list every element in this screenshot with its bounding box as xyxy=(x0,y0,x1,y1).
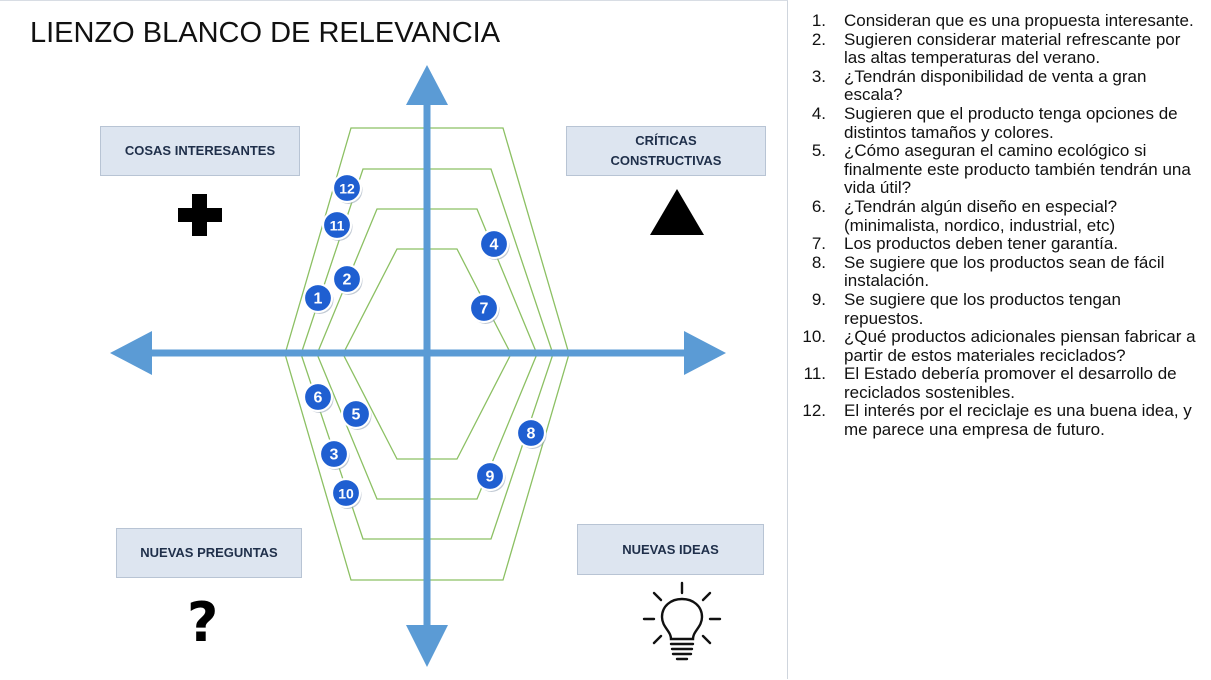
badge-circle xyxy=(330,477,362,509)
note-number: 1. xyxy=(811,11,826,30)
badge-2: 2 xyxy=(331,263,363,295)
note-number: 12. xyxy=(802,401,826,421)
badge-1: 1 xyxy=(302,282,334,314)
note-text: ¿Cómo aseguran el camino ecológico si fi… xyxy=(844,141,1191,198)
notes-list: 1. Consideran que es una propuesta intere… xyxy=(790,11,1202,440)
badge-11: 11 xyxy=(321,209,353,241)
badge-number: 6 xyxy=(314,390,323,407)
badge-circle xyxy=(318,438,350,470)
triangle-icon xyxy=(650,189,704,235)
note-text: Se sugiere que los productos sean de fác… xyxy=(844,252,1165,291)
badge-circle xyxy=(340,398,372,430)
note-item: 6. ¿Tendrán algún diseño en especial? (mi… xyxy=(790,196,1202,235)
note-number: 6. xyxy=(811,196,826,216)
note-number: 4. xyxy=(811,103,826,123)
note-number: 9. xyxy=(811,289,826,309)
lightbulb-icon xyxy=(642,581,722,661)
note-item: 9. Se sugiere que los productos tengan re… xyxy=(790,289,1202,328)
badge-6: 6 xyxy=(302,381,334,413)
note-number: 2. xyxy=(811,29,826,49)
badge-circle xyxy=(302,381,334,413)
note-text: El interés por el reciclaje es una buena… xyxy=(844,401,1192,440)
arrow-down-icon xyxy=(406,625,448,667)
quadrant-label-critiques: CRÍTICAS CONSTRUCTIVAS xyxy=(566,126,766,176)
badge-3: 3 xyxy=(318,438,350,470)
arrow-left-icon xyxy=(110,331,152,375)
note-number: 10. xyxy=(802,327,826,347)
badge-number: 8 xyxy=(527,426,536,443)
plus-icon xyxy=(178,194,222,236)
page-title: LIENZO BLANCO DE RELEVANCIA xyxy=(30,17,501,49)
note-text: ¿Tendrán disponibilidad de venta a gran … xyxy=(844,66,1147,105)
badge-circle xyxy=(331,172,363,204)
badge-7: 7 xyxy=(468,292,500,324)
badge-circle xyxy=(321,209,353,241)
note-number: 11. xyxy=(803,364,826,384)
badge-4: 4 xyxy=(478,228,510,260)
badge-number: 10 xyxy=(338,486,354,502)
badge-number: 2 xyxy=(343,272,352,289)
note-number: 5. xyxy=(811,141,826,161)
note-item: 2. Sugieren considerar material refrescan… xyxy=(790,29,1202,68)
badge-8: 8 xyxy=(515,417,547,449)
note-item: 11. El Estado debería promover el desarro… xyxy=(790,365,1202,402)
badge-10: 10 xyxy=(330,477,362,509)
note-item: 12. El interés por el reciclaje es una bu… xyxy=(790,402,1202,439)
note-item: 4. Sugieren que el producto tenga opcione… xyxy=(790,103,1202,142)
badge-number: 1 xyxy=(314,291,323,308)
badge-circle xyxy=(474,460,506,492)
badge-number: 4 xyxy=(490,237,499,254)
quadrant-label-critiques-line2: CONSTRUCTIVAS xyxy=(610,153,722,168)
note-text: El Estado debería promover el desarrollo… xyxy=(844,364,1177,402)
note-item: 7. Los productos deben tener garantía. xyxy=(790,234,1202,254)
note-text: Se sugiere que los productos tengan repu… xyxy=(844,289,1121,328)
badge-number: 3 xyxy=(330,447,339,464)
badge-number: 12 xyxy=(339,181,355,197)
badge-circle xyxy=(478,228,510,260)
badge-number: 11 xyxy=(330,218,345,234)
note-text: Sugieren que el producto tenga opciones … xyxy=(844,103,1178,142)
badge-5: 5 xyxy=(340,398,372,430)
badge-12: 12 xyxy=(331,172,363,204)
badge-9: 9 xyxy=(474,460,506,492)
quadrant-label-interesting: COSAS INTERESANTES xyxy=(100,126,300,176)
badge-circle xyxy=(515,417,547,449)
badge-number: 9 xyxy=(486,469,495,486)
note-text: Consideran que es una propuesta interesa… xyxy=(844,11,1194,30)
axes xyxy=(110,65,726,667)
note-item: 8. Se sugiere que los productos sean de f… xyxy=(790,252,1202,291)
note-text: Los productos deben tener garantía. xyxy=(844,234,1119,254)
note-text: ¿Tendrán algún diseño en especial? (mini… xyxy=(844,196,1118,235)
note-number: 3. xyxy=(811,66,826,86)
arrow-up-icon xyxy=(406,65,448,105)
note-item: 10. ¿Qué productos adicionales piensan fa… xyxy=(790,327,1202,365)
badge-circle xyxy=(302,282,334,314)
quadrant-label-questions: NUEVAS PREGUNTAS xyxy=(116,528,302,578)
note-item: 1. Consideran que es una propuesta intere… xyxy=(790,11,1202,31)
note-text: Sugieren considerar material refrescante… xyxy=(844,29,1181,68)
badge-number: 7 xyxy=(480,301,489,318)
quadrant-label-ideas: NUEVAS IDEAS xyxy=(577,524,764,575)
badge-circle xyxy=(331,263,363,295)
arrow-right-icon xyxy=(684,331,726,375)
note-item: 5. ¿Cómo aseguran el camino ecológico si … xyxy=(790,141,1202,198)
badge-circle xyxy=(468,292,500,324)
question-mark-icon: ? xyxy=(187,591,219,654)
note-number: 8. xyxy=(811,252,826,272)
note-number: 7. xyxy=(811,234,826,254)
quadrant-label-critiques-line1: CRÍTICAS xyxy=(635,133,697,148)
badge-number: 5 xyxy=(352,407,361,424)
note-item: 3. ¿Tendrán disponibilidad de venta a gra… xyxy=(790,66,1202,105)
note-text: ¿Qué productos adicionales piensan fabri… xyxy=(844,327,1196,365)
